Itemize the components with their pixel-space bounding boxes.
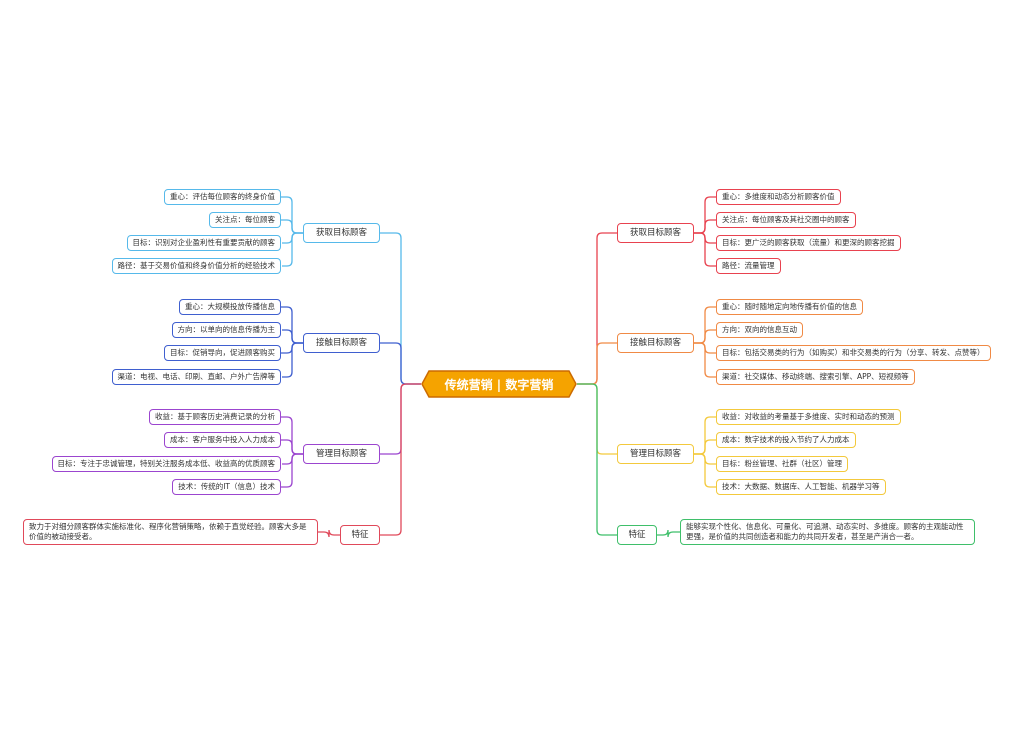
right-leaf[interactable]: 目标：包括交易类的行为（如购买）和非交易类的行为（分享、转发、点赞等）: [716, 345, 991, 361]
right-leaf[interactable]: 路径：流量管理: [716, 258, 781, 274]
right-leaf-connector: [694, 439, 716, 455]
right-leaf[interactable]: 收益：对收益的考量基于多维度、实时和动态的预测: [716, 409, 901, 425]
branch-label: 获取目标顾客: [629, 228, 681, 238]
left-leaf[interactable]: 收益：基于顾客历史消费记录的分析: [149, 409, 281, 425]
right-leaf-connector: [694, 453, 716, 488]
central-topic[interactable]: 传统营销 | 数字营销: [421, 370, 577, 398]
left-leaf[interactable]: 目标：专注于忠诚管理，特别关注服务成本低、收益高的优质顾客: [51, 456, 281, 472]
branch-label: 特征: [351, 530, 369, 540]
central-topic-shape: [421, 370, 577, 398]
left-leaf[interactable]: 关注点：每位顾客: [209, 212, 281, 228]
branch-label: 获取目标顾客: [315, 228, 367, 238]
left-leaf-connector: [281, 219, 303, 234]
right-leaf[interactable]: 方向：双向的信息互动: [716, 322, 803, 338]
branch-label: 接触目标顾客: [629, 338, 681, 348]
right-branch-contact[interactable]: 接触目标顾客: [617, 333, 694, 353]
left-leaf-connector: [282, 342, 303, 378]
left-leaf-connector: [282, 232, 303, 267]
left-leaf[interactable]: 目标：促销导向，促进顾客购买: [164, 345, 281, 361]
right-leaf[interactable]: 目标：更广泛的顾客获取（流量）和更深的顾客挖掘: [716, 235, 901, 251]
right-leaf[interactable]: 目标：粉丝管理、社群（社区）管理: [716, 456, 848, 472]
left-leaf[interactable]: 重心：评估每位顾客的终身价值: [164, 189, 281, 205]
right-leaf[interactable]: 成本：数字技术的投入节约了人力成本: [716, 432, 856, 448]
right-branch-connector: [577, 383, 617, 536]
left-branch-contact[interactable]: 接触目标顾客: [303, 333, 380, 353]
branch-label: 接触目标顾客: [315, 338, 367, 348]
right-leaf-connector: [694, 342, 716, 378]
left-branch-manage[interactable]: 管理目标顾客: [303, 444, 380, 464]
right-branch-connector: [577, 342, 617, 385]
left-leaf[interactable]: 成本：客户服务中投入人力成本: [164, 432, 281, 448]
left-leaf[interactable]: 技术：传统的IT（信息）技术: [172, 479, 281, 495]
left-leaf[interactable]: 方向：以单向的信息传播为主: [171, 322, 281, 338]
left-branch-acquire[interactable]: 获取目标顾客: [303, 223, 380, 243]
right-leaf-connector: [694, 219, 716, 234]
right-leaf-connector: [694, 232, 716, 267]
right-branch-manage[interactable]: 管理目标顾客: [617, 444, 694, 464]
left-leaf-connector: [318, 529, 340, 538]
right-leaf[interactable]: 技术：大数据、数据库、人工智能、机器学习等: [716, 479, 886, 495]
right-leaf-connector: [694, 329, 716, 344]
right-branch-acquire[interactable]: 获取目标顾客: [617, 223, 694, 243]
branch-label: 特征: [628, 530, 646, 540]
right-leaf[interactable]: 重心：随时随地定向地传播有价值的信息: [716, 299, 863, 315]
central-topic-label: 传统营销 | 数字营销: [444, 377, 554, 392]
right-leaf[interactable]: 渠道：社交媒体、移动终端、搜索引擎、APP、短视频等: [716, 369, 915, 385]
left-leaf[interactable]: 重心：大规模投放传播信息: [179, 299, 281, 315]
left-leaf-connector: [281, 453, 303, 488]
left-leaf[interactable]: 目标：识别对企业盈利性有重要贡献的顾客: [126, 235, 281, 251]
right-leaf-connector: [657, 529, 680, 538]
right-leaf[interactable]: 重心：多维度和动态分析顾客价值: [716, 189, 841, 205]
right-leaf-features[interactable]: 能够实现个性化、信息化、可量化、可追溯、动态实时、多维度。顾客的主观能动性更强，…: [680, 519, 975, 545]
left-leaf-features[interactable]: 致力于对细分顾客群体实施标准化、程序化营销策略，依赖于直觉经验。顾客大多是价值的…: [23, 519, 318, 545]
left-branch-features[interactable]: 特征: [340, 525, 380, 545]
left-branch-connector: [380, 342, 421, 385]
left-branch-connector: [380, 383, 421, 536]
left-leaf-connector: [281, 439, 303, 455]
left-leaf[interactable]: 路径：基于交易价值和终身价值分析的经验技术: [111, 258, 281, 274]
right-leaf[interactable]: 关注点：每位顾客及其社交圈中的顾客: [716, 212, 856, 228]
right-branch-features[interactable]: 特征: [617, 525, 657, 545]
left-leaf[interactable]: 渠道：电视、电话、印刷、直邮、户外广告牌等: [111, 369, 281, 385]
branch-label: 管理目标顾客: [315, 449, 367, 459]
branch-label: 管理目标顾客: [629, 449, 681, 459]
